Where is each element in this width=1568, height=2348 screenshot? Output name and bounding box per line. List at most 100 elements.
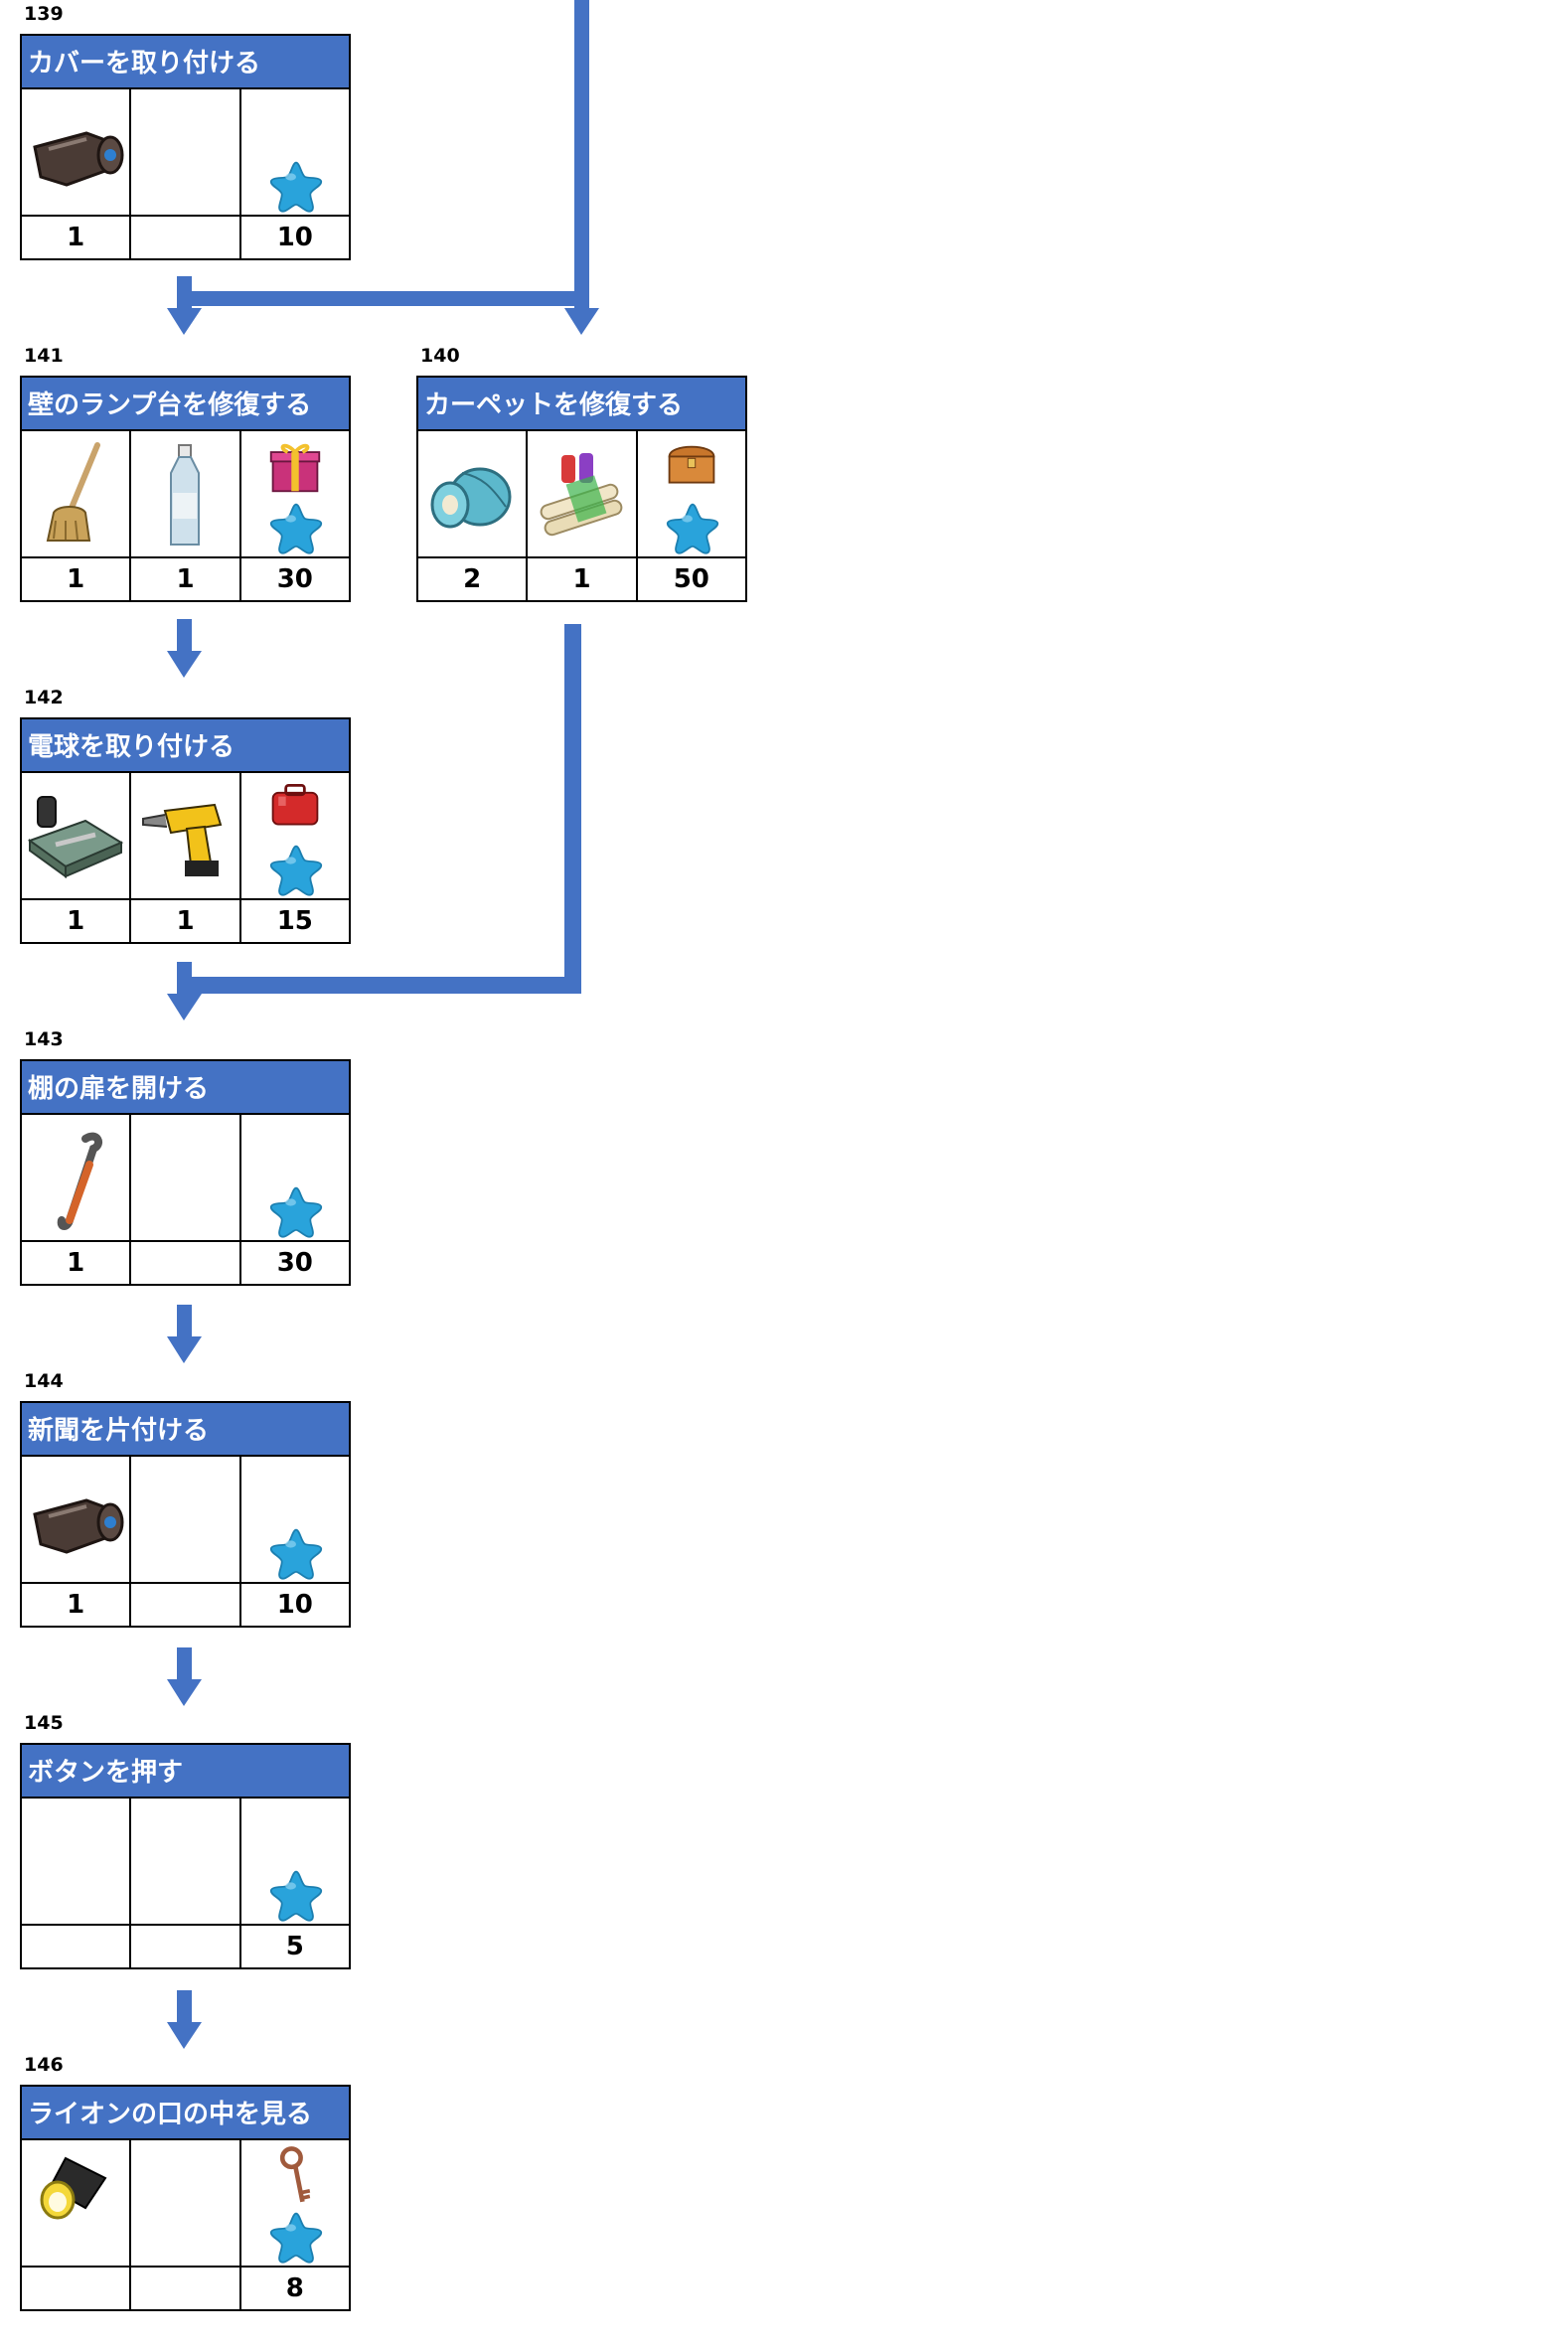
task-title: 電球を取り付ける [20,717,351,773]
task-card-142: 142 電球を取り付ける 1 1 15 [20,687,351,944]
task-card-145: 145 ボタンを押す 5 [20,1712,351,1969]
item-qty: 2 [418,558,529,602]
reward-qty: 10 [240,217,351,260]
arrow-line [177,1305,192,1336]
flashlight-icon [36,2148,115,2228]
item-qty [131,1926,241,1969]
item-slot-3 [240,1799,351,1926]
item-slot-2 [131,1457,241,1584]
reward-qty: 5 [240,1926,351,1969]
item-slot-2 [131,431,241,558]
task-title: 壁のランプ台を修復する [20,376,351,431]
task-card-139: 139 カバーを取り付ける 1 10 [20,3,351,260]
item-qty [131,1584,241,1628]
item-qty [22,1926,132,1969]
item-qty-row: 1 10 [20,1584,351,1628]
task-title: カバーを取り付ける [20,34,351,89]
item-qty: 1 [528,558,638,602]
item-qty-row: 1 1 30 [20,558,351,602]
gift-icon [267,439,323,495]
item-slot-2 [131,89,241,217]
item-qty-row: 1 10 [20,217,351,260]
arrow-line [177,1990,192,2022]
task-id: 141 [24,345,64,367]
item-icon-row [20,1115,351,1242]
arrow-head [167,994,202,1020]
chest-icon [664,439,719,487]
camera-icon [27,1487,126,1566]
item-slot-3 [637,431,747,558]
reward-qty: 15 [240,900,351,944]
arrow-head [167,651,202,678]
item-qty: 1 [22,900,132,944]
item-icon-row [20,89,351,217]
arrow-line [177,977,581,994]
item-slot-3 [240,1457,351,1584]
item-slot-2 [131,2140,241,2268]
task-title: カーペットを修復する [416,376,747,431]
arrow-line [574,0,589,308]
item-icon-row [20,773,351,900]
item-qty-row: 1 1 15 [20,900,351,944]
task-id: 143 [24,1028,64,1050]
arrow-line [177,291,589,306]
star-icon [269,159,323,213]
star-icon [666,501,719,554]
reward-qty: 30 [240,558,351,602]
item-qty: 1 [131,558,241,602]
key-icon [273,2144,319,2210]
task-card-144: 144 新聞を片付ける 1 10 [20,1370,351,1628]
item-qty: 1 [22,1242,132,1286]
task-card-140: 140 カーペットを修復する 2 1 50 [416,345,747,602]
drill-icon [135,791,235,880]
item-slot-1 [22,1115,132,1242]
item-icon-row [20,2140,351,2268]
item-slot-1 [418,431,529,558]
bottle-icon [155,441,215,550]
item-slot-2 [131,773,241,900]
item-slot-3 [240,431,351,558]
item-qty-row: 5 [20,1926,351,1969]
star-icon [269,1184,323,1238]
item-qty-row: 8 [20,2268,351,2311]
item-qty: 1 [22,1584,132,1628]
item-qty-row: 1 30 [20,1242,351,1286]
arrow-line [564,624,581,994]
arrow-head [167,308,202,335]
task-card-143: 143 棚の扉を開ける 1 30 [20,1028,351,1286]
item-slot-1 [22,1457,132,1584]
item-qty: 1 [22,558,132,602]
reward-qty: 8 [240,2268,351,2311]
item-slot-2 [528,431,638,558]
item-icon-row [20,1457,351,1584]
item-icon-row [20,1799,351,1926]
task-id: 139 [24,3,64,25]
star-icon [269,501,323,554]
item-icon-row [20,431,351,558]
task-id: 145 [24,1712,64,1734]
task-title: 棚の扉を開ける [20,1059,351,1115]
item-qty [131,1242,241,1286]
camera-icon [27,119,126,199]
task-card-146: 146 ライオンの口の中を見る 8 [20,2054,351,2311]
reward-qty: 30 [240,1242,351,1286]
item-qty: 1 [22,217,132,260]
star-icon [269,1868,323,1922]
item-slot-2 [131,1115,241,1242]
star-icon [269,843,323,896]
item-slot-1 [22,773,132,900]
task-id: 146 [24,2054,64,2076]
red-case-icon [267,781,323,829]
task-title: ライオンの口の中を見る [20,2085,351,2140]
star-icon [269,2210,323,2264]
arrow-head [167,1679,202,1706]
arrow-head [167,2022,202,2049]
toolbox-icon [26,791,125,880]
arrow-line [177,619,192,651]
thread-spool-icon [422,457,522,537]
task-id: 142 [24,687,64,708]
arrow-head [564,308,599,335]
star-icon [269,1526,323,1580]
fabric-rolls-icon [532,449,631,539]
